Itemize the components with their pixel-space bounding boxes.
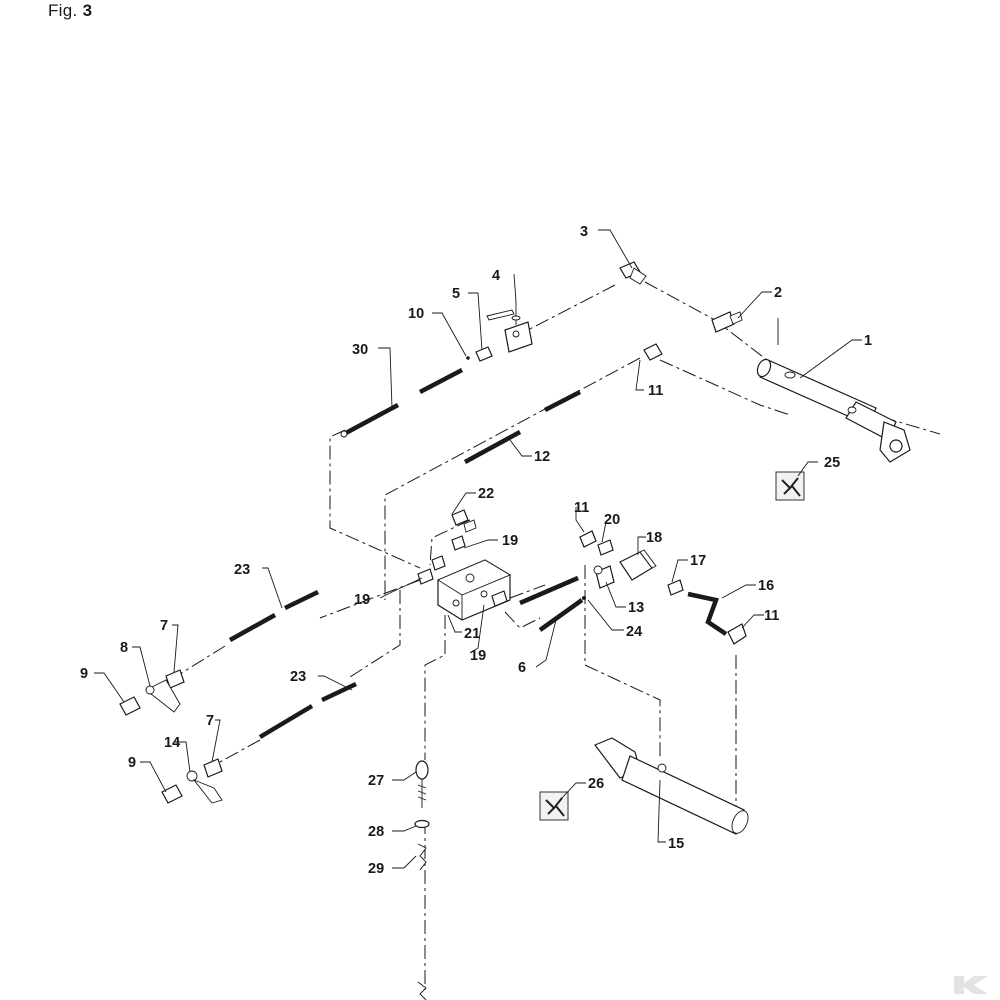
callout-25[interactable]: 25: [824, 455, 840, 471]
callout-3[interactable]: 3: [580, 224, 588, 240]
callout-19-bottom[interactable]: 19: [470, 648, 486, 664]
washer-28[interactable]: [414, 819, 430, 829]
coupling-9-upper[interactable]: [119, 696, 141, 716]
shutoff-valve-4[interactable]: [486, 302, 533, 353]
callout-11-middle[interactable]: 11: [574, 500, 589, 516]
callout-7-lower[interactable]: 7: [206, 713, 214, 729]
figure-number: 3: [82, 1, 93, 20]
manual-reference-icon-25: [775, 471, 805, 501]
fitting-24: [582, 596, 586, 600]
control-valve-block-21[interactable]: [437, 559, 511, 621]
fitting-17[interactable]: [667, 579, 684, 596]
fitting-13[interactable]: [593, 565, 615, 589]
hose-12[interactable]: [463, 389, 582, 464]
elbow-fitting-11-upper[interactable]: [643, 343, 663, 361]
callout-9-upper[interactable]: 9: [80, 666, 88, 682]
callout-17[interactable]: 17: [690, 553, 706, 569]
callout-4[interactable]: 4: [492, 268, 500, 284]
fitting-20[interactable]: [597, 539, 614, 556]
callout-9-lower[interactable]: 9: [128, 755, 136, 771]
callout-29[interactable]: 29: [368, 861, 384, 877]
dust-cap-14[interactable]: [186, 770, 223, 804]
seal-10: [466, 356, 470, 360]
hoses-6[interactable]: [519, 575, 584, 632]
coupling-9-lower[interactable]: [161, 784, 183, 804]
hose-30[interactable]: [340, 368, 464, 438]
callout-23-upper[interactable]: 23: [234, 562, 250, 578]
pipe-16[interactable]: [687, 591, 728, 636]
callout-30[interactable]: 30: [352, 342, 368, 358]
fittings-19[interactable]: [417, 535, 508, 607]
callout-8[interactable]: 8: [120, 640, 128, 656]
callout-labels: 1 2 3 4 5 10 30 11 12 25 22 19 19 19 21 …: [80, 224, 872, 877]
callout-11-upper[interactable]: 11: [648, 383, 663, 399]
callout-11-right[interactable]: 11: [764, 608, 779, 624]
callout-22[interactable]: 22: [478, 486, 494, 502]
callout-27[interactable]: 27: [368, 773, 384, 789]
callout-6[interactable]: 6: [518, 660, 526, 676]
figure-prefix: Fig.: [48, 1, 78, 20]
callout-18[interactable]: 18: [646, 530, 662, 546]
callout-21[interactable]: 21: [464, 626, 480, 642]
callout-26[interactable]: 26: [588, 776, 604, 792]
callout-23-lower[interactable]: 23: [290, 669, 306, 685]
dust-cap-8[interactable]: [145, 679, 181, 713]
eye-bolt-27[interactable]: [415, 760, 429, 808]
adapter-5[interactable]: [475, 346, 493, 362]
callout-16[interactable]: 16: [758, 578, 774, 594]
callout-28[interactable]: 28: [368, 824, 384, 840]
callout-24[interactable]: 24: [626, 624, 642, 640]
figure-caption: Fig. 3: [48, 1, 92, 21]
clip-bottom: [417, 981, 427, 1000]
hydraulic-cylinder-upper[interactable]: [755, 318, 911, 463]
callout-10[interactable]: 10: [408, 306, 424, 322]
callout-2[interactable]: 2: [774, 285, 782, 301]
callout-14[interactable]: 14: [164, 735, 180, 751]
clip-29[interactable]: [417, 843, 427, 871]
callout-12[interactable]: 12: [534, 449, 550, 465]
valve-18[interactable]: [619, 549, 657, 581]
hose-23-upper[interactable]: [228, 589, 319, 642]
callout-5[interactable]: 5: [452, 286, 460, 302]
callout-leaders: [94, 229, 862, 869]
callout-7-upper[interactable]: 7: [160, 618, 168, 634]
callout-19-right[interactable]: 19: [502, 533, 518, 549]
elbow-fitting-11-right[interactable]: [727, 623, 747, 645]
fitting-2[interactable]: [711, 311, 743, 333]
elbow-fitting-11-middle[interactable]: [579, 530, 597, 548]
hydraulic-cylinder-lower[interactable]: [594, 737, 751, 836]
callout-13[interactable]: 13: [628, 600, 644, 616]
elbow-fitting-3[interactable]: [619, 261, 647, 285]
fitting-22[interactable]: [451, 509, 477, 533]
hose-23-lower[interactable]: [258, 681, 357, 739]
routing-lines: [179, 281, 941, 990]
callout-19-left[interactable]: 19: [354, 592, 370, 608]
coupling-7-lower[interactable]: [203, 758, 223, 778]
callout-1[interactable]: 1: [864, 333, 872, 349]
callout-15[interactable]: 15: [668, 836, 684, 852]
callout-20[interactable]: 20: [604, 512, 620, 528]
k-logo-icon: [954, 976, 988, 994]
